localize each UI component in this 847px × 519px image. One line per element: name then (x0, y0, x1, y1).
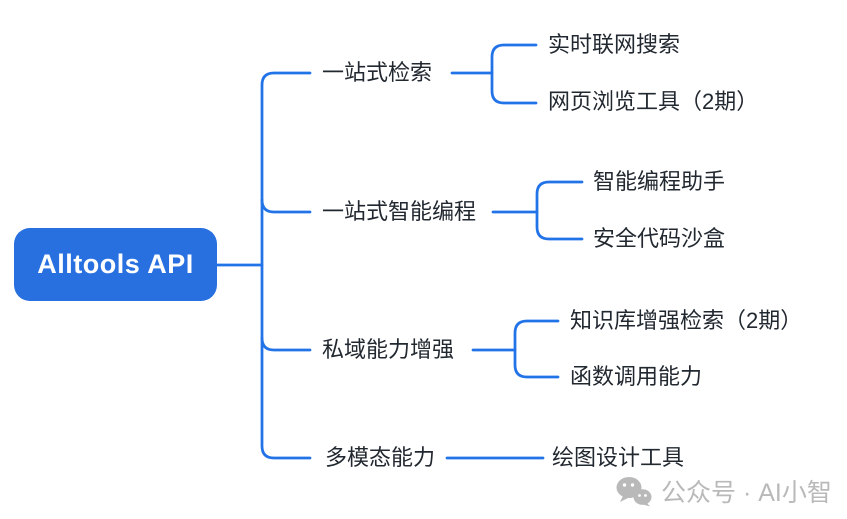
branch-label-multimodal[interactable]: 多模态能力 (325, 444, 436, 470)
leaf-label-function-calling[interactable]: 函数调用能力 (570, 363, 703, 389)
branch-label-search[interactable]: 一站式检索 (322, 59, 433, 85)
leaf-label-knowledge-base-rag[interactable]: 知识库增强检索（2期） (570, 307, 803, 333)
leaf-label-coding-assistant[interactable]: 智能编程助手 (593, 168, 726, 194)
leaf-label-realtime-web-search[interactable]: 实时联网搜索 (548, 31, 681, 57)
branch-label-smart-coding[interactable]: 一站式智能编程 (322, 198, 477, 224)
connector-trunk (260, 71, 312, 460)
connector-branch3-bracket (513, 319, 560, 379)
connector-branch2-bracket (535, 180, 584, 241)
connector-branch2-junction (260, 198, 312, 214)
leaf-label-web-browsing-tool[interactable]: 网页浏览工具（2期） (548, 88, 759, 114)
root-node[interactable]: Alltools API (14, 228, 217, 301)
root-node-label: Alltools API (37, 249, 194, 279)
leaf-label-drawing-design-tool[interactable]: 绘图设计工具 (552, 444, 685, 470)
wechat-icon (616, 476, 652, 506)
leaf-label-code-sandbox[interactable]: 安全代码沙盒 (593, 225, 726, 251)
connector-branch1-bracket (490, 43, 538, 105)
connector-branch3-junction (260, 336, 312, 352)
watermark-text: 公众号 · AI小智 (661, 479, 832, 507)
branch-label-private-domain[interactable]: 私域能力增强 (322, 336, 455, 362)
watermark: 公众号 · AI小智 (616, 473, 832, 509)
